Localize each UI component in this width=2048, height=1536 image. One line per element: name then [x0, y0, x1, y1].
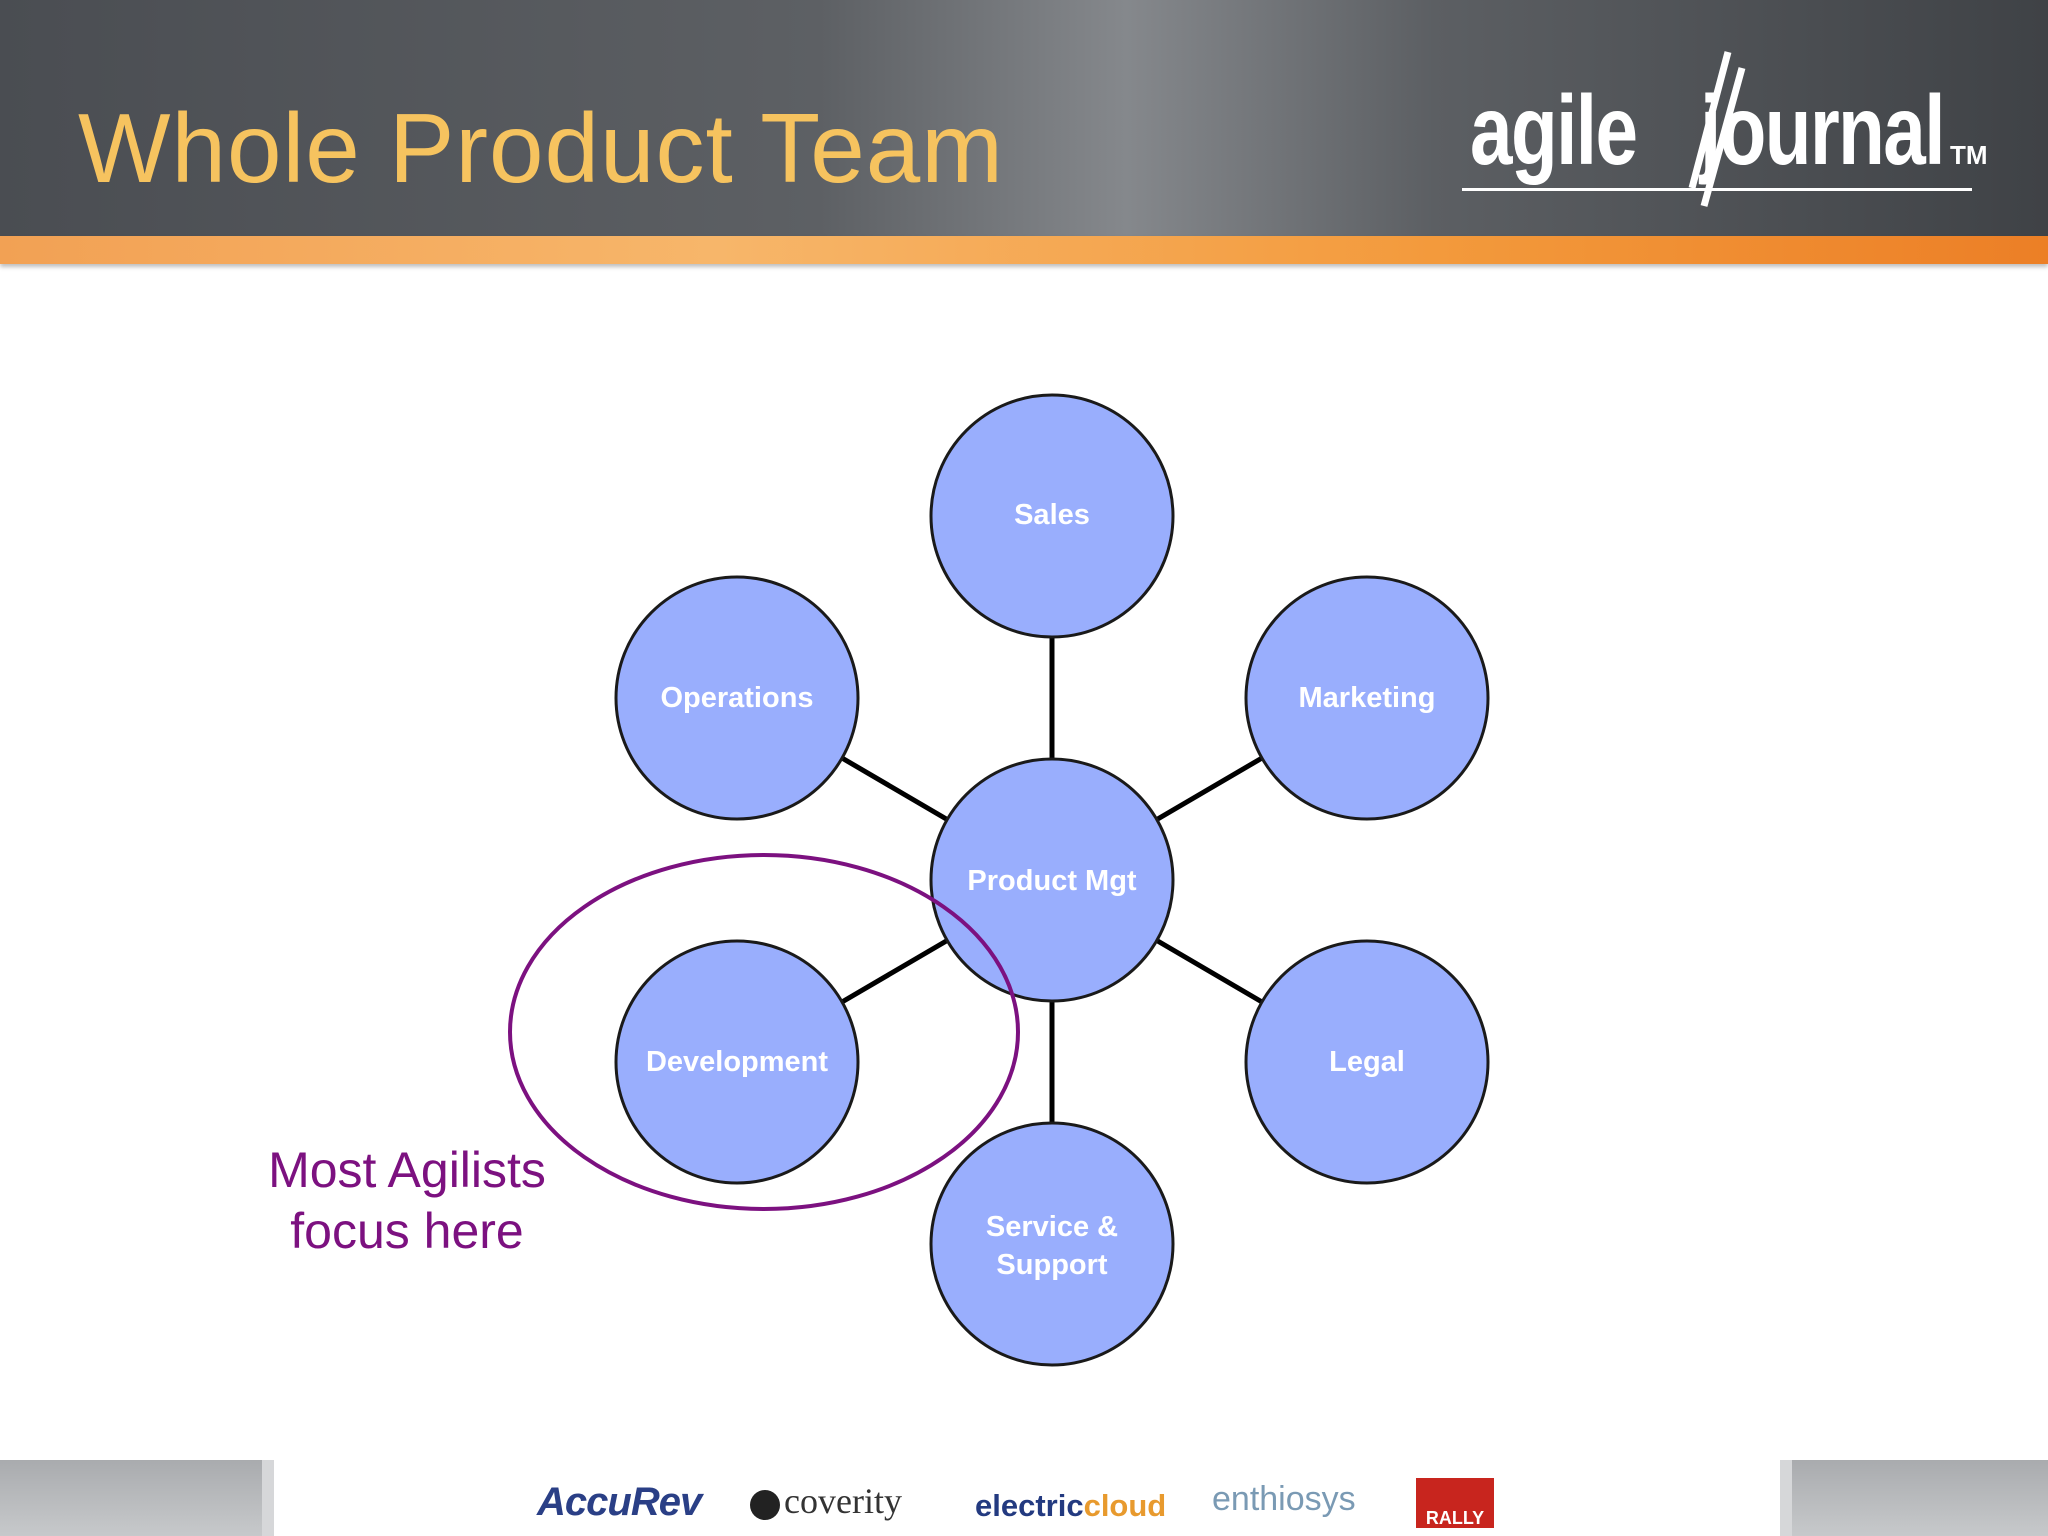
focus-callout: Most Agilists focus here — [232, 1140, 582, 1262]
agile-journal-logo: agile journal TM — [1460, 38, 1990, 208]
logo-word-journal: journal — [1700, 75, 1945, 185]
logo-underline — [1462, 188, 1972, 191]
label-service-support-line1: Service & — [985, 1211, 1119, 1243]
label-product-mgt: Product Mgt — [967, 865, 1137, 897]
coverity-mark-icon — [750, 1489, 780, 1520]
connector-legal — [1154, 937, 1264, 1005]
sponsor-electric-text: electric — [975, 1488, 1084, 1523]
header-accent-bar — [0, 236, 2048, 264]
sponsor-electric-cloud-logo: electriccloud — [975, 1488, 1166, 1524]
connector-marketing — [1154, 755, 1264, 823]
label-development: Development — [645, 1046, 829, 1078]
logo-word-agile: agile — [1470, 75, 1638, 185]
connector-lines — [840, 636, 1264, 1124]
sponsor-accurev-logo: AccuRev — [537, 1480, 702, 1524]
node-product-mgt — [929, 757, 1175, 1003]
callout-line1: Most Agilists — [268, 1142, 546, 1198]
node-sales — [929, 393, 1175, 639]
sponsor-coverity-logo: coverity — [750, 1480, 902, 1522]
sponsor-panel — [262, 1460, 1792, 1536]
label-service-support: Service & Support — [942, 1208, 1162, 1284]
label-service-support-line2: Support — [996, 1249, 1108, 1281]
callout-line2: focus here — [290, 1203, 524, 1259]
label-marketing: Marketing — [1298, 682, 1436, 714]
node-operations — [614, 575, 860, 821]
sponsor-enthiosys-logo: enthiosys — [1212, 1480, 1356, 1518]
sponsor-coverity-text: coverity — [784, 1481, 902, 1521]
team-diagram — [508, 393, 1490, 1367]
node-legal — [1244, 939, 1490, 1185]
sponsor-rally-logo: RALLY — [1416, 1478, 1494, 1528]
focus-ellipse — [508, 853, 1020, 1211]
logo-trademark: TM — [1950, 140, 1988, 170]
label-sales: Sales — [1014, 499, 1090, 531]
label-legal: Legal — [1329, 1046, 1405, 1078]
sponsor-cloud-text: cloud — [1083, 1488, 1167, 1523]
node-service-support — [929, 1121, 1175, 1367]
logo-slash-icon — [1688, 51, 1746, 207]
node-marketing — [1244, 575, 1490, 821]
connector-development — [840, 937, 950, 1005]
label-operations: Operations — [660, 682, 814, 714]
connector-operations — [840, 755, 950, 823]
slide-title: Whole Product Team — [78, 93, 1004, 203]
node-development — [614, 939, 860, 1185]
